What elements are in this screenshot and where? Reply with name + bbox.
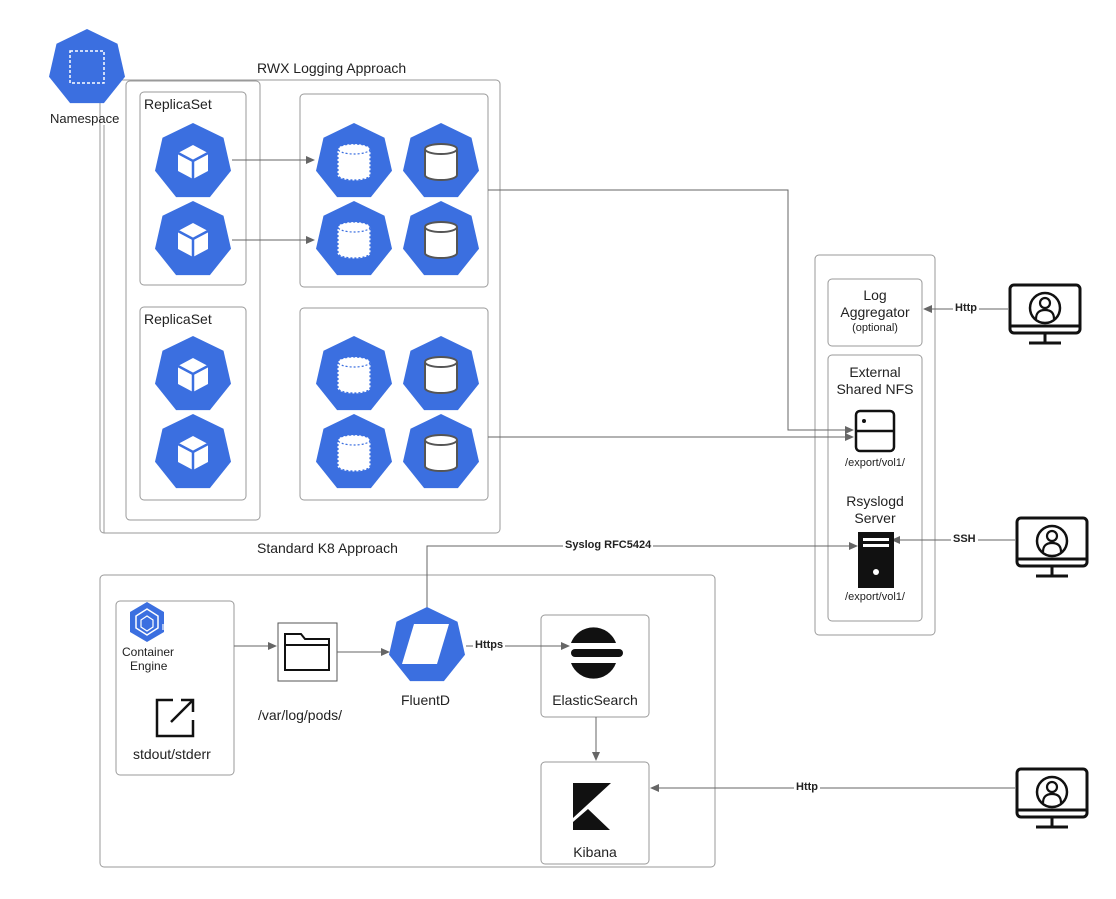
persistent-volume-claim-icon <box>316 123 392 198</box>
persistent-volume-icon <box>403 414 479 489</box>
folder-icon <box>284 633 330 671</box>
log-aggregator-note: (optional) <box>852 322 898 334</box>
replicaset-top-label: ReplicaSet <box>144 96 212 112</box>
nfs-line2: Shared NFS <box>836 381 914 397</box>
user-monitor-icon[interactable] <box>1015 767 1089 829</box>
edge-volumes-top-nfs <box>488 189 854 434</box>
replicasets-column <box>125 80 261 521</box>
rwx-title: RWX Logging Approach <box>257 60 407 76</box>
log-aggregator-line1: Log <box>863 287 887 303</box>
namespace-label: Namespace <box>50 111 120 126</box>
server-tower-icon <box>858 532 894 588</box>
kibana-logo-icon <box>573 783 611 830</box>
kibana-box <box>540 761 650 865</box>
kibana-label: Kibana <box>573 844 617 860</box>
edge-label-ssh: SSH <box>951 533 978 545</box>
elasticsearch-logo-icon <box>571 627 623 679</box>
volumes-bottom-box <box>299 307 489 501</box>
stdout-label: stdout/stderr <box>133 746 211 762</box>
external-services-box <box>814 254 936 636</box>
edge-label-http-top: Http <box>953 302 979 314</box>
rsyslog-line1: Rsyslogd <box>846 493 904 509</box>
edge-label-http-bottom: Http <box>794 781 820 793</box>
pod-cube-icon <box>155 336 231 411</box>
namespace-icon <box>49 29 125 104</box>
external-link-icon <box>155 698 195 738</box>
user-monitor-icon[interactable] <box>1015 516 1089 578</box>
standard-title: Standard K8 Approach <box>257 540 398 556</box>
persistent-volume-icon <box>403 336 479 411</box>
standard-k8-box <box>99 574 716 868</box>
container-engine-icon <box>130 602 169 642</box>
edge-label-https: Https <box>473 639 506 651</box>
log-aggregator-line2: Aggregator <box>840 304 910 320</box>
fluentd-label: FluentD <box>401 692 451 708</box>
container-engine-line2: Engine <box>130 659 168 673</box>
replicaset-bottom-box <box>139 306 247 501</box>
replicaset-bottom-label: ReplicaSet <box>144 311 212 327</box>
container-engine-line1: Container <box>122 645 175 659</box>
pods-path-label: /var/log/pods/ <box>258 707 343 723</box>
container-engine-box <box>115 600 235 776</box>
elasticsearch-box <box>540 614 650 718</box>
rsyslog-line2: Server <box>854 510 896 526</box>
edge-label-syslog: Syslog RFC5424 <box>563 539 654 551</box>
rwx-outer-box <box>99 79 501 534</box>
edge-fluentd-rsyslog <box>426 542 858 608</box>
server-rack-icon <box>854 409 896 453</box>
rsyslog-path: /export/vol1/ <box>845 591 905 603</box>
fluentd-icon <box>389 607 465 682</box>
nfs-line1: External <box>849 364 901 380</box>
persistent-volume-icon <box>403 123 479 198</box>
elasticsearch-label: ElasticSearch <box>552 692 638 708</box>
pod-cube-icon <box>155 414 231 489</box>
pod-cube-icon <box>155 201 231 276</box>
persistent-volume-claim-icon <box>316 201 392 276</box>
pod-cube-icon <box>155 123 231 198</box>
user-monitor-icon[interactable] <box>1008 283 1082 345</box>
persistent-volume-claim-icon <box>316 336 392 411</box>
persistent-volume-icon <box>403 201 479 276</box>
nfs-path: /export/vol1/ <box>845 457 905 469</box>
replicaset-top-box <box>139 91 247 286</box>
persistent-volume-claim-icon <box>316 414 392 489</box>
log-aggregator-box <box>827 278 923 347</box>
nfs-rsyslog-box <box>827 354 923 622</box>
